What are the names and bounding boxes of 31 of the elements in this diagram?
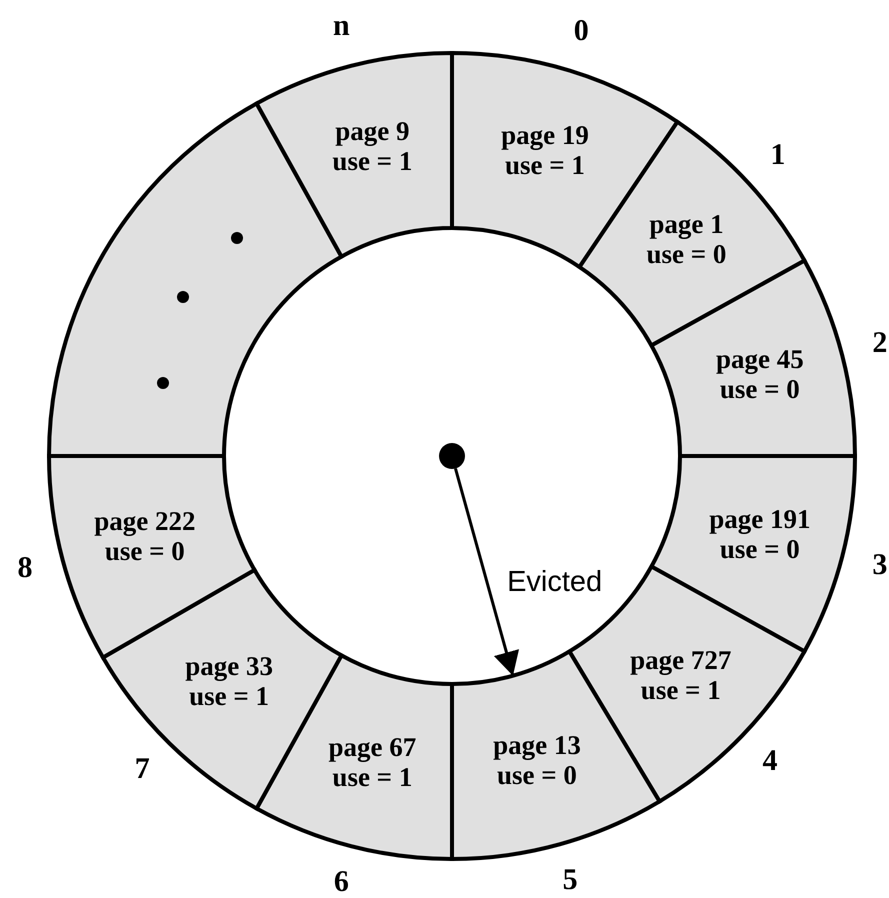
page-label: page 67	[328, 732, 418, 762]
page-label: page 727	[629, 644, 732, 675]
use-bit-label: use = 1	[332, 762, 414, 792]
slot-number: 6	[332, 864, 350, 898]
page-label: page 33	[184, 650, 274, 681]
slot-number: 4	[761, 743, 778, 780]
use-bit-label: use = 1	[189, 680, 270, 711]
use-bit-label: use = 0	[104, 536, 186, 566]
use-bit-label: use = 0	[718, 374, 801, 404]
slot-number: 0	[572, 13, 590, 50]
use-bit-label: use = 1	[331, 146, 414, 176]
page-label: page 13	[492, 730, 582, 760]
slot-number: n	[332, 8, 351, 44]
slot-number: 2	[871, 325, 888, 362]
slot-number: 7	[134, 751, 151, 788]
use-bit-label: use = 0	[646, 239, 728, 270]
use-bit-label: use = 0	[720, 534, 801, 564]
slot-number: 8	[16, 550, 34, 586]
slot-number: 3	[871, 546, 888, 583]
page-label: page 45	[714, 344, 805, 374]
use-bit-label: use = 0	[496, 760, 578, 790]
page-label: page 222	[93, 506, 196, 536]
slot-number: 1	[769, 137, 786, 174]
page-label: page 191	[708, 504, 812, 534]
slot-number: 5	[562, 862, 579, 898]
page-label: page 1	[648, 209, 725, 240]
use-bit-label: use = 1	[505, 150, 586, 180]
use-bit-label: use = 1	[640, 674, 722, 705]
arrow	[454, 468, 520, 676]
page-label: page 9	[334, 116, 410, 146]
page-label: page 19	[500, 120, 590, 150]
